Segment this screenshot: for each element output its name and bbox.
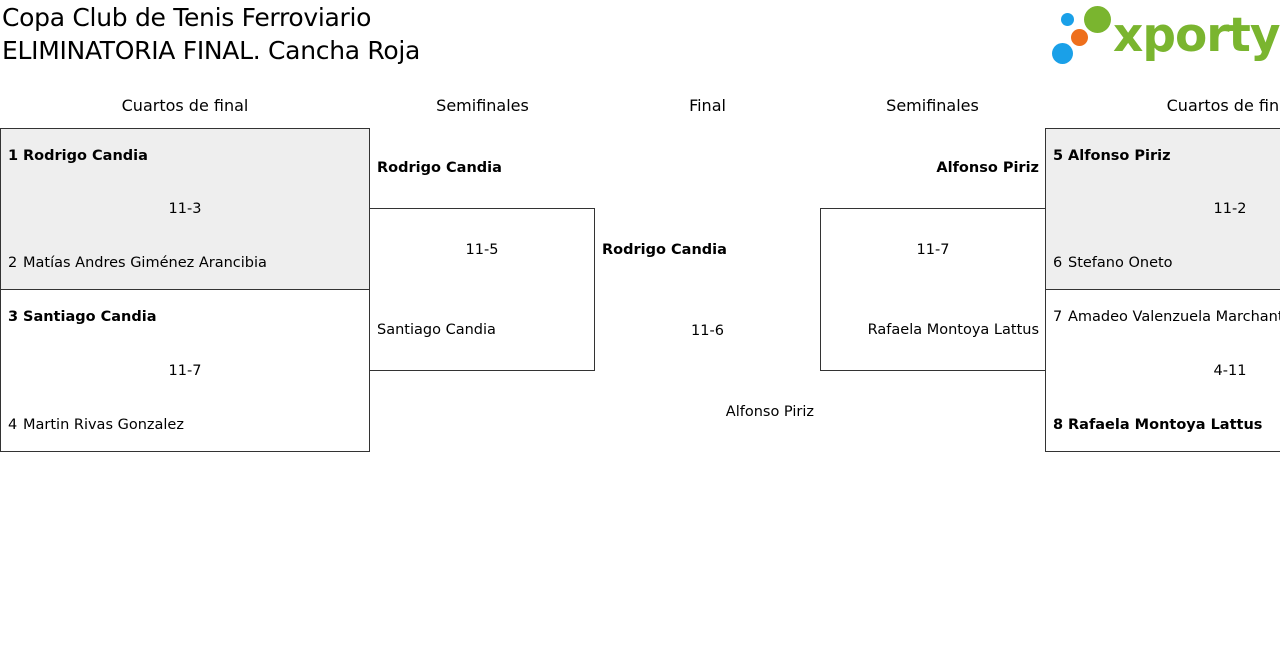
player-name: Martin Rivas Gonzalez — [23, 417, 184, 433]
seed-number: 2 — [8, 255, 18, 271]
qf3-player-b: 6 Stefano Oneto — [1053, 254, 1173, 272]
round-heading-right-semifinals: Semifinales — [886, 96, 979, 115]
seed-number: 3 — [8, 309, 19, 325]
sf2-player-b: Rafaela Montoya Lattus — [867, 322, 1039, 338]
qf2-score: 11-7 — [168, 363, 202, 379]
logo-dot-blue-large-icon — [1052, 43, 1073, 64]
player-name: Matías Andres Giménez Arancibia — [23, 255, 267, 271]
seed-number: 5 — [1053, 148, 1064, 164]
seed-number: 4 — [8, 417, 18, 433]
player-name: Amadeo Valenzuela Marchant — [1068, 309, 1280, 325]
tournament-subtitle: ELIMINATORIA FINAL. Cancha Roja — [2, 36, 421, 65]
match-box-sf2[interactable] — [820, 208, 1046, 371]
round-heading-final: Final — [689, 96, 726, 115]
player-name: Rodrigo Candia — [23, 148, 148, 164]
player-name: Rafaela Montoya Lattus — [1068, 417, 1263, 433]
final-score: 11-6 — [691, 323, 724, 339]
player-name: Alfonso Piriz — [1068, 148, 1171, 164]
player-name: Stefano Oneto — [1068, 255, 1173, 271]
player-name: Santiago Candia — [23, 309, 157, 325]
qf2-player-b: 4 Martin Rivas Gonzalez — [8, 416, 184, 434]
round-heading-left-semifinals: Semifinales — [436, 96, 529, 115]
final-player-a: Rodrigo Candia — [602, 242, 727, 258]
logo-wordmark: xporty — [1113, 8, 1280, 63]
seed-number: 6 — [1053, 255, 1063, 271]
sf1-player-b: Santiago Candia — [377, 322, 496, 338]
sf2-score: 11-7 — [916, 242, 950, 258]
sf1-player-a: Rodrigo Candia — [377, 160, 502, 176]
qf1-score: 11-3 — [168, 201, 202, 217]
qf4-player-a: 7 Amadeo Valenzuela Marchant — [1053, 308, 1280, 326]
logo-dot-blue-small-icon — [1061, 13, 1074, 26]
round-heading-left-quarterfinals: Cuartos de final — [121, 96, 249, 115]
seed-number: 7 — [1053, 309, 1063, 325]
seed-number: 8 — [1053, 417, 1064, 433]
final-player-b: Alfonso Piriz — [725, 404, 814, 420]
logo-dot-orange-icon — [1071, 29, 1088, 46]
tournament-title: Copa Club de Tenis Ferroviario — [2, 3, 372, 32]
xporty-logo[interactable]: xporty — [1050, 4, 1280, 68]
sf1-score: 11-5 — [465, 242, 499, 258]
logo-dot-green-icon — [1084, 6, 1111, 33]
match-box-qf3[interactable] — [1045, 128, 1280, 290]
sf2-player-a: Alfonso Piriz — [936, 160, 1039, 176]
round-heading-right-quarterfinals: Cuartos de final — [1166, 96, 1280, 115]
qf3-score: 11-2 — [1213, 201, 1247, 217]
seed-number: 1 — [8, 148, 19, 164]
match-box-qf1[interactable] — [0, 128, 370, 290]
qf4-score: 4-11 — [1213, 363, 1247, 379]
match-box-sf1[interactable] — [369, 208, 595, 371]
qf1-player-b: 2 Matías Andres Giménez Arancibia — [8, 254, 267, 272]
